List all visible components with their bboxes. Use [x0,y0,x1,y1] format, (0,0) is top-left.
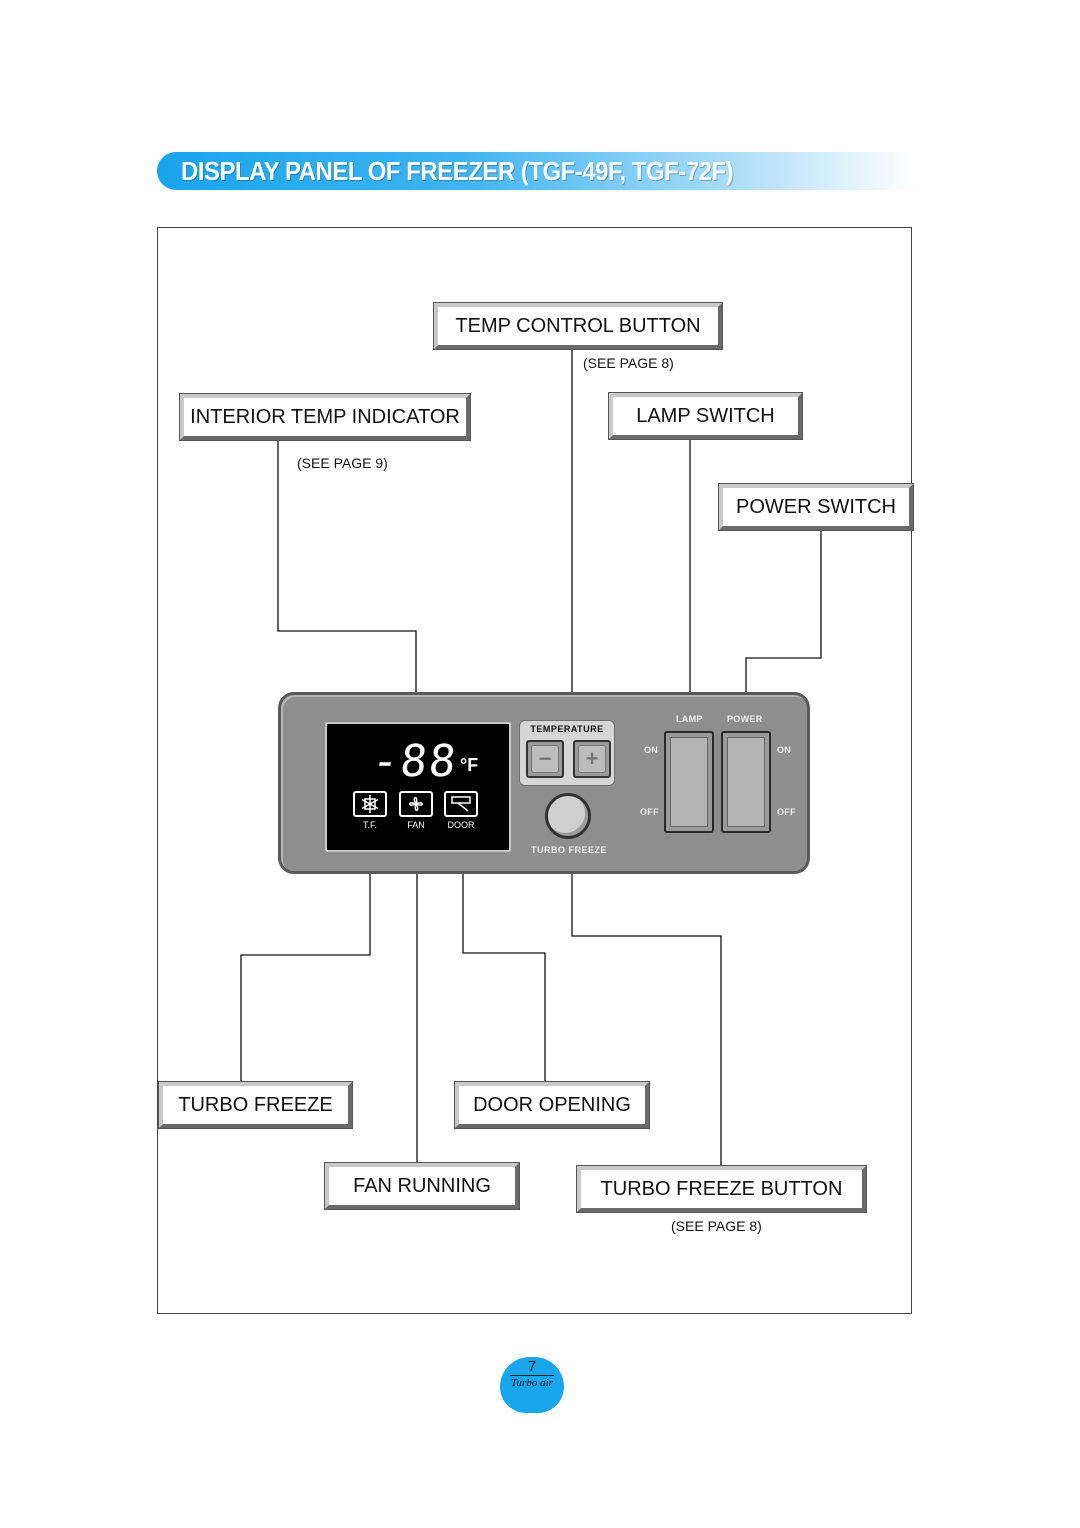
fan-icon [399,791,433,817]
turbo-freeze-panel-label: TURBO FREEZE [530,845,607,855]
leader-turbo-freeze [240,848,371,1083]
lcd-display [325,722,511,852]
door-opening-label: DOOR OPENING [454,1081,650,1129]
power-switch-label: POWER SWITCH [718,483,914,531]
minus-icon: − [538,746,552,771]
brand-logo: Turbo air [511,1377,553,1389]
power-switch-title: POWER [727,714,763,724]
leader-door [462,848,546,1083]
power-on-label: ON [777,745,792,755]
title-models: (TGF-49F, TGF-72F) [520,156,734,186]
power-switch[interactable] [721,731,771,833]
lamp-switch[interactable] [664,731,714,833]
lamp-switch-rocker [670,737,708,827]
leader-turbo-button [571,838,722,1167]
page-badge [500,1357,564,1413]
leader-interior-temp [277,441,417,720]
door-icon [444,791,478,817]
temperature-unit: °F [460,755,479,775]
power-off-label: OFF [777,807,796,817]
turbo-freeze-button-ref: (SEE PAGE 8) [671,1218,762,1234]
lamp-switch-label: LAMP SWITCH [608,392,803,440]
temp-down-button[interactable]: − [526,740,564,778]
interior-temp-indicator-label: INTERIOR TEMP INDICATOR [179,393,471,441]
temp-control-ref: (SEE PAGE 8) [583,355,674,371]
temp-up-button[interactable]: + [573,740,611,778]
temp-control-button-label: TEMP CONTROL BUTTON [433,302,723,350]
lamp-on-label: ON [644,745,659,755]
indicator-label-fan: FAN [407,820,425,830]
interior-temp-ref: (SEE PAGE 9) [297,455,388,471]
indicator-label-tf: T.F. [362,820,377,830]
page-number: 7 [527,1358,537,1375]
diagram-frame [157,227,912,1314]
lamp-off-label: OFF [640,807,659,817]
indicator-label-door: DOOR [447,820,475,830]
lamp-switch-title: LAMP [676,714,703,724]
turbo-freeze-label: TURBO FREEZE [158,1081,353,1129]
temperature-label: TEMPERATURE [530,724,604,734]
plus-icon: + [585,746,599,771]
temperature-readout: -88 [369,736,461,787]
page-title: DISPLAY PANEL OF FREEZER (TGF-49F, TGF-7… [181,154,734,188]
power-switch-rocker [727,737,765,827]
badge-divider [510,1375,554,1376]
fan-running-label: FAN RUNNING [324,1162,520,1210]
turbo-freeze-button-label: TURBO FREEZE BUTTON [576,1165,867,1213]
turbo-freeze-button[interactable] [545,793,591,839]
title-banner [157,152,917,190]
title-main: DISPLAY PANEL OF FREEZER [181,156,515,186]
snowflake-icon [353,791,387,817]
